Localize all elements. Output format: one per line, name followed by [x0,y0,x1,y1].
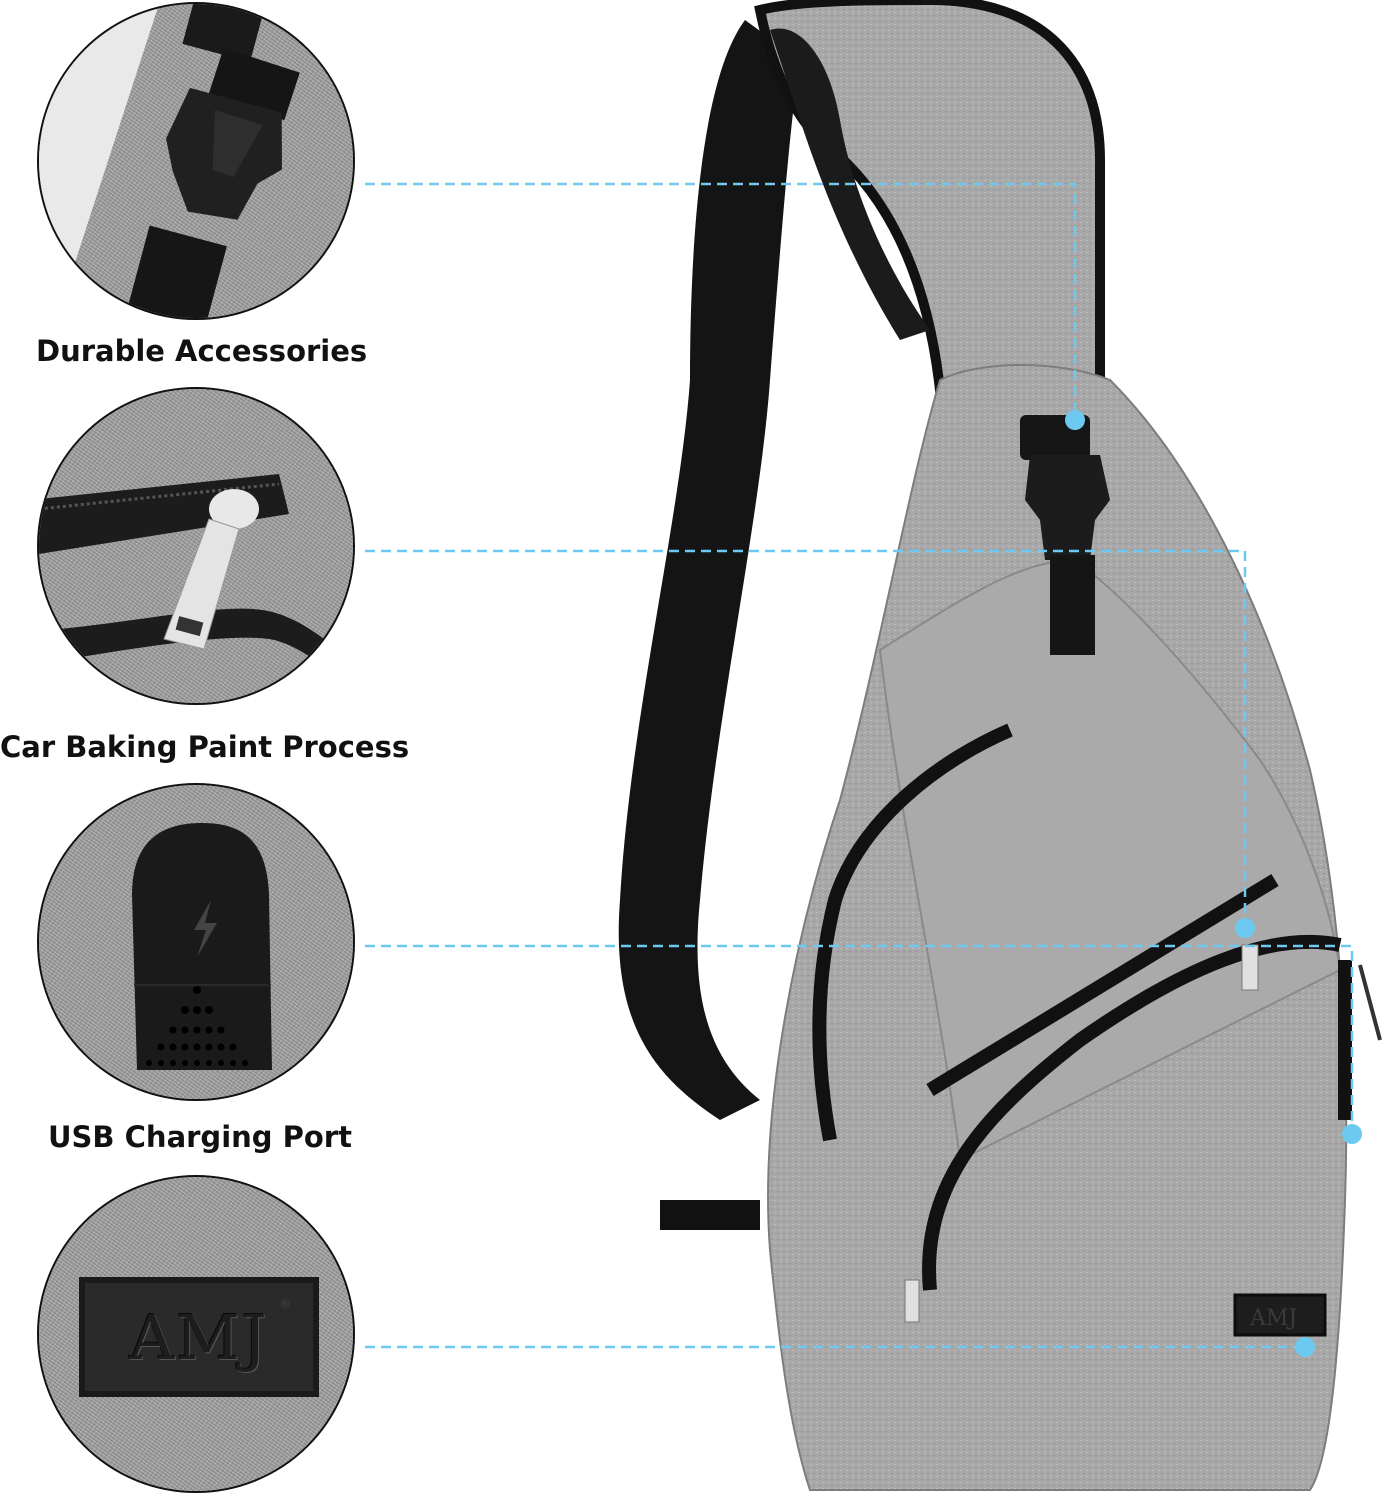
buckle-icon [121,4,300,318]
feature-label-durable-accessories: Durable Accessories [36,334,368,368]
brand-patch-icon: AMJ ® [79,1277,319,1397]
zipper-pull-icon [39,474,353,695]
brand-patch-text: AMJ [129,1300,269,1374]
hotspot-buckle [1065,410,1085,430]
usb-port-icon [132,823,272,1070]
connector-car-baking-paint [365,549,1247,926]
connector-usb-charging-port [365,944,1354,1132]
bag-patch-text: AMJ [1249,1306,1297,1331]
hotspot-patch [1295,1337,1315,1357]
feature-circle-brand-patch: AMJ ® [37,1175,355,1493]
feature-label-usb-charging-port: USB Charging Port [48,1120,352,1154]
feature-circle-buckle [37,2,355,320]
feature-label-car-baking-paint: Car Baking Paint Process [0,730,410,764]
trademark-symbol: ® [279,1297,291,1311]
hotspot-zipper [1235,918,1255,938]
feature-circle-zipper [37,387,355,705]
feature-circle-usb [37,783,355,1101]
connector-durable-accessories [365,182,1077,418]
hotspot-usb [1342,1124,1362,1144]
